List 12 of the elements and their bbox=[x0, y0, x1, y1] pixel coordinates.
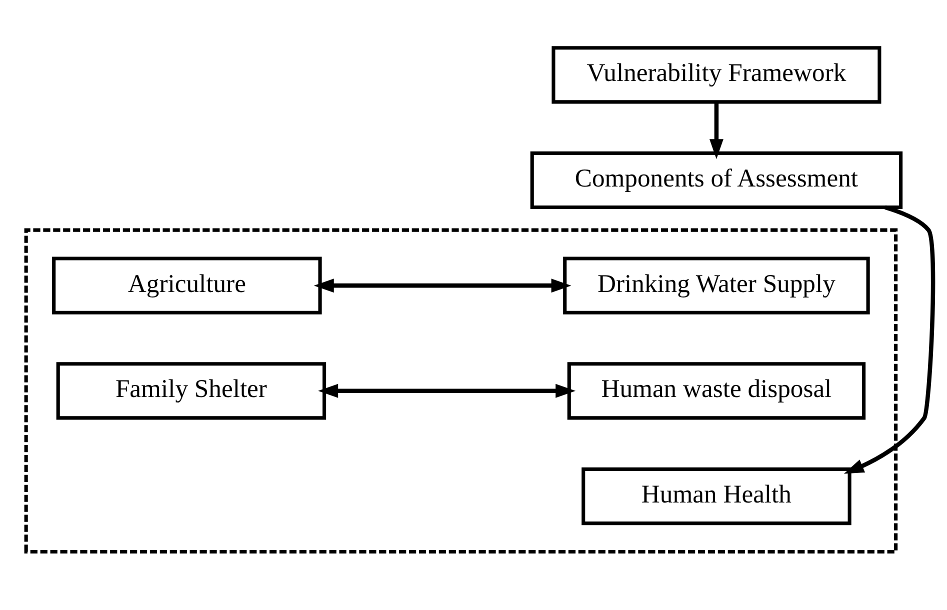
arrow bbox=[318, 383, 576, 398]
node-box: Components of Assessment bbox=[530, 150, 902, 209]
node-box: Drinking Water Supply bbox=[562, 256, 870, 314]
cluster bbox=[24, 228, 898, 554]
arrow bbox=[708, 102, 723, 159]
arrow bbox=[843, 204, 935, 474]
node-box: Family Shelter bbox=[56, 362, 326, 420]
node-box: Human waste disposal bbox=[566, 362, 866, 420]
node-box: Vulnerability Framework bbox=[551, 46, 881, 104]
node-box: Agriculture bbox=[52, 256, 322, 314]
arrow bbox=[313, 278, 571, 292]
node-box: Human Health bbox=[581, 466, 851, 525]
